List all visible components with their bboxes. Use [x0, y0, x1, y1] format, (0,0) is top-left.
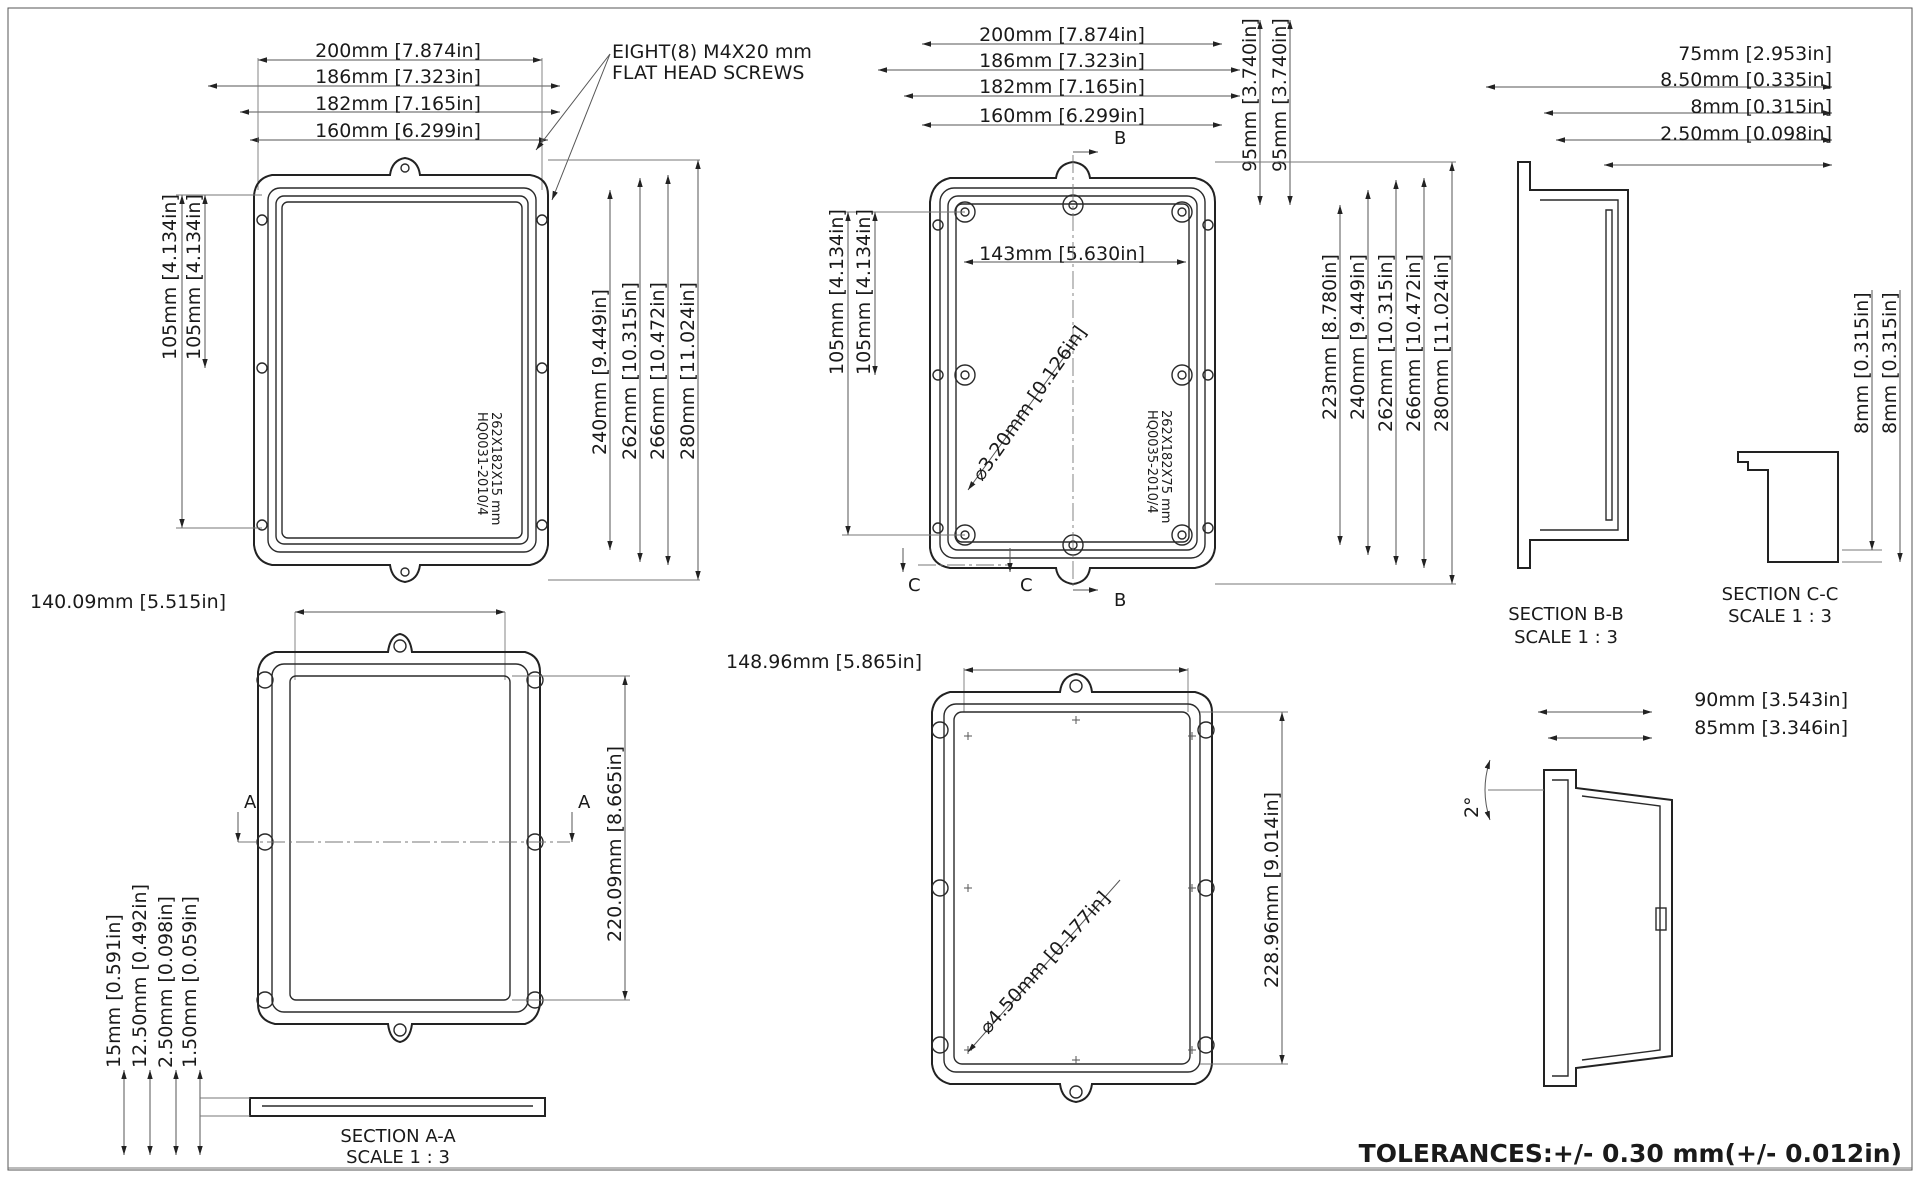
dim-b-182: 182mm [7.165in] — [979, 76, 1145, 98]
bl-dim-1-50: 1.50mm [0.059in] — [179, 896, 201, 1068]
aa-scale: SCALE 1 : 3 — [346, 1147, 450, 1168]
top-left-lid-view: 200mm [7.874in] 186mm [7.323in] 182mm [7… — [159, 40, 812, 584]
bottom-left-view: 140.09mm [5.515in] A A 220.09mm [8.665in… — [30, 591, 630, 1168]
cut-a-right: A — [578, 792, 591, 813]
dim-left-105a: 105mm [4.134in] — [159, 194, 181, 360]
part-label-lid-2: 262X182X15 mm — [488, 412, 503, 525]
bm-width-dim: 148.96mm [5.865in] — [726, 651, 922, 673]
dim-b-160: 160mm [6.299in] — [979, 105, 1145, 127]
screw-note-line1: EIGHT(8) M4X20 mm — [612, 41, 812, 63]
side-view: 90mm [3.543in] 85mm [3.346in] 2° — [1461, 689, 1848, 1087]
cut-b-top: B — [1114, 128, 1126, 149]
dim-95a: 95mm [3.740in] — [1239, 18, 1261, 172]
bl-height-dim: 220.09mm [8.665in] — [604, 746, 626, 942]
dim-b-262: 262mm [10.315in] — [1375, 254, 1397, 432]
dim-262: 262mm [10.315in] — [619, 282, 641, 460]
dim-left-105b: 105mm [4.134in] — [183, 194, 205, 360]
dim-b-200: 200mm [7.874in] — [979, 24, 1145, 46]
side-angle: 2° — [1461, 796, 1483, 818]
dim-200: 200mm [7.874in] — [315, 40, 481, 62]
cut-a-left: A — [244, 792, 257, 813]
tolerances-note: TOLERANCES:+/- 0.30 mm(+/- 0.012in) — [1359, 1139, 1902, 1168]
dim-b-280: 280mm [11.024in] — [1431, 254, 1453, 432]
cc-dim-8a: 8mm [0.315in] — [1851, 292, 1873, 434]
cc-scale: SCALE 1 : 3 — [1728, 606, 1832, 627]
part-label-base-2: 262X182X75 mm — [1158, 410, 1173, 523]
bb-title: SECTION B-B — [1508, 604, 1624, 625]
dim-280: 280mm [11.024in] — [677, 282, 699, 460]
drawing-frame — [7, 7, 1913, 1171]
dim-182: 182mm [7.165in] — [315, 93, 481, 115]
dim-b-266: 266mm [10.472in] — [1403, 254, 1425, 432]
dim-160: 160mm [6.299in] — [315, 120, 481, 142]
dim-95b: 95mm [3.740in] — [1269, 18, 1291, 172]
bb-dim-2-50: 2.50mm [0.098in] — [1660, 123, 1832, 145]
bl-dim-15: 15mm [0.591in] — [103, 914, 125, 1068]
dim-223: 223mm [8.780in] — [1319, 254, 1341, 420]
bl-dim-12-50: 12.50mm [0.492in] — [129, 884, 151, 1068]
section-c-c: 8mm [0.315in] 8mm [0.315in] SECTION C-C … — [1722, 290, 1903, 627]
part-label-base-1: HQ0035-2010/4 — [1144, 410, 1159, 514]
cc-title: SECTION C-C — [1722, 584, 1839, 605]
side-dim-90: 90mm [3.543in] — [1694, 689, 1848, 711]
cut-c-right: C — [1020, 575, 1033, 596]
section-b-b: 75mm [2.953in] 8.50mm [0.335in] 8mm [0.3… — [1486, 43, 1832, 648]
cut-c-left: C — [908, 575, 921, 596]
aa-title: SECTION A-A — [340, 1126, 456, 1147]
hole-dim-4-50: ⌀4.50mm [0.177in] — [975, 887, 1114, 1038]
bb-dim-8-50: 8.50mm [0.335in] — [1660, 69, 1832, 91]
cc-dim-8b: 8mm [0.315in] — [1879, 292, 1901, 434]
top-middle-base-view: 200mm [7.874in] 186mm [7.323in] 182mm [7… — [826, 18, 1456, 611]
bb-scale: SCALE 1 : 3 — [1514, 627, 1618, 648]
bb-dim-8: 8mm [0.315in] — [1690, 96, 1832, 118]
dim-b-left-105b: 105mm [4.134in] — [853, 209, 875, 375]
dim-b-186: 186mm [7.323in] — [979, 50, 1145, 72]
side-dim-85: 85mm [3.346in] — [1694, 717, 1848, 739]
dim-b-left-105a: 105mm [4.134in] — [826, 209, 848, 375]
cut-b-bottom: B — [1114, 590, 1126, 611]
bl-width-dim: 140.09mm [5.515in] — [30, 591, 226, 613]
bottom-middle-view: 148.96mm [5.865in] ⌀4.50mm [0.177in] 228… — [726, 651, 1288, 1104]
dim-186: 186mm [7.323in] — [315, 66, 481, 88]
dim-b-143: 143mm [5.630in] — [979, 243, 1145, 265]
dim-b-240: 240mm [9.449in] — [1347, 254, 1369, 420]
dim-240: 240mm [9.449in] — [589, 289, 611, 455]
bl-dim-2-50: 2.50mm [0.098in] — [155, 896, 177, 1068]
screw-note-line2: FLAT HEAD SCREWS — [612, 62, 804, 84]
part-label-lid-1: HQ0031-2010/4 — [474, 412, 489, 516]
bm-height-dim: 228.96mm [9.014in] — [1261, 792, 1283, 988]
dim-266: 266mm [10.472in] — [647, 282, 669, 460]
bb-dim-75: 75mm [2.953in] — [1678, 43, 1832, 65]
